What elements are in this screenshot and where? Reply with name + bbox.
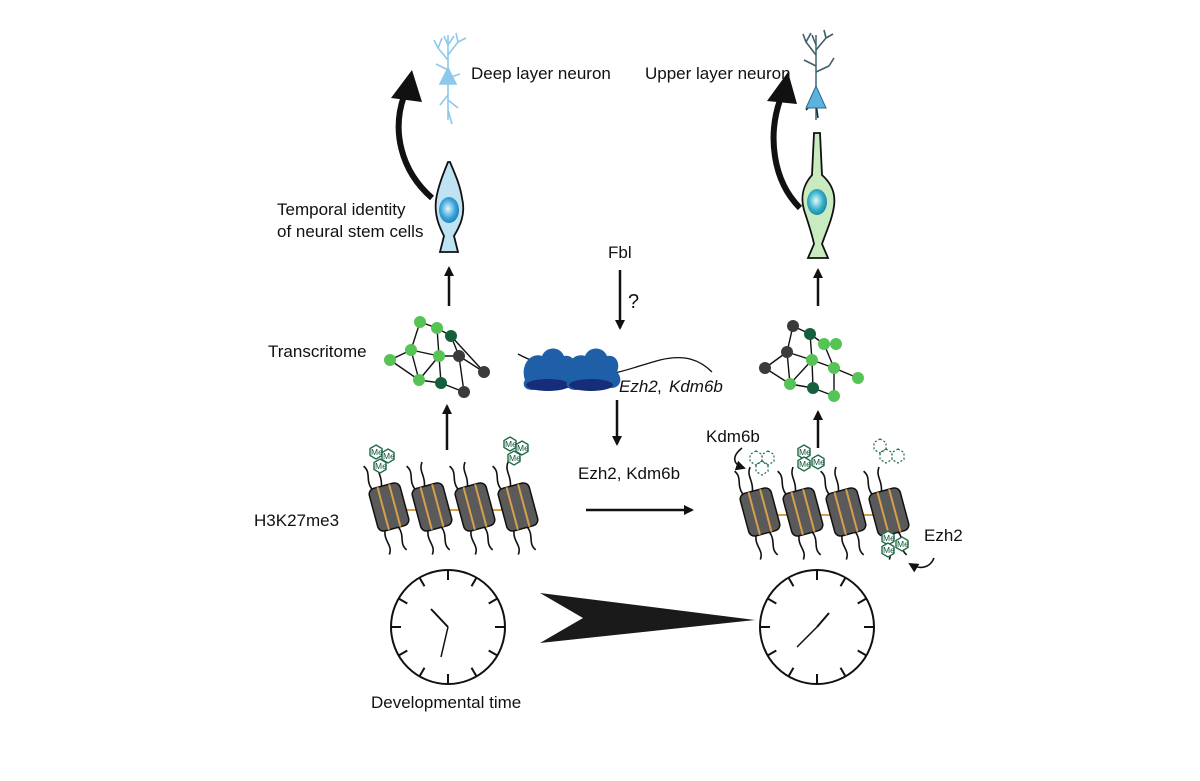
- upper-layer-neuron-label: Upper layer neuron: [645, 64, 791, 83]
- big-arrow-icon-time: [540, 593, 755, 643]
- ribosome-icon-1: [523, 348, 578, 391]
- methyl-group-icon: Me Me Me: [369, 444, 395, 474]
- svg-text:Me: Me: [371, 447, 383, 457]
- methyl-group-icon: Me Me Me: [797, 444, 825, 472]
- svg-text:Me: Me: [375, 461, 387, 471]
- methyl-group-icon-removed: [873, 438, 905, 464]
- svg-text:Me: Me: [897, 539, 909, 549]
- svg-text:Me: Me: [517, 443, 529, 453]
- methyl-group-icon: Me Me Me: [503, 436, 529, 466]
- methyl-group-icon-removed: [749, 450, 775, 476]
- svg-text:Me: Me: [509, 453, 521, 463]
- svg-text:Me: Me: [505, 439, 517, 449]
- ezh2-gene-label: Ezh2: [619, 377, 658, 396]
- svg-text:Me: Me: [883, 545, 895, 555]
- svg-text:Me: Me: [883, 533, 895, 543]
- ezh2-kdm6b-protein-label: Ezh2, Kdm6b: [578, 464, 680, 483]
- neural-stem-cell-icon-early: [434, 161, 465, 253]
- nucleosome-icon: [734, 466, 781, 560]
- neural-stem-cell-icon-late: [801, 132, 836, 259]
- svg-text:Me: Me: [383, 451, 395, 461]
- nucleosome-icon: [492, 461, 539, 555]
- nucleosome-icon: [777, 466, 824, 560]
- arrow-icon-kdm6b: [733, 447, 746, 471]
- deep-neuron-icon: [433, 32, 467, 125]
- gene-network-icon-left: [384, 316, 490, 398]
- nucleosome-icon: [820, 466, 867, 560]
- gene-network-icon-right: [759, 320, 864, 402]
- gene-comma: ,: [657, 377, 662, 396]
- deep-layer-neuron-label: Deep layer neuron: [471, 64, 611, 83]
- curved-arrow-head-right: [767, 72, 797, 104]
- temporal-identity-label-1: Temporal identity: [277, 200, 406, 219]
- nucleosome-icon: [863, 466, 910, 560]
- svg-text:Me: Me: [813, 457, 825, 467]
- ezh2-enzyme-label: Ezh2: [924, 526, 963, 545]
- clock-icon-late: [759, 569, 875, 685]
- svg-text:Me: Me: [799, 459, 811, 469]
- transcriptome-label: Transcritome: [268, 342, 367, 361]
- nucleosome-icon: [363, 461, 410, 555]
- kdm6b-gene-label: Kdm6b: [669, 377, 723, 396]
- clock-icon-early: [390, 569, 506, 685]
- developmental-time-label: Developmental time: [371, 693, 521, 712]
- h3k27me3-label: H3K27me3: [254, 511, 339, 530]
- chromatin-right: [734, 466, 910, 560]
- fbl-label: Fbl: [608, 243, 632, 262]
- methyl-group-icon: Me Me Me: [881, 530, 909, 558]
- ribosome-icon-2: [566, 348, 621, 391]
- svg-text:Me: Me: [799, 447, 811, 457]
- nucleosome-icon: [406, 461, 453, 555]
- chromatin-left: [363, 461, 539, 555]
- curved-arrow-icon-left: [395, 95, 434, 201]
- arrow-icon-ezh2: [908, 557, 935, 573]
- nucleosome-icon: [449, 461, 496, 555]
- temporal-identity-label-2: of neural stem cells: [277, 222, 423, 241]
- upper-neuron-icon: [802, 29, 835, 120]
- curved-arrow-icon-right: [770, 99, 803, 211]
- question-mark-label: ?: [628, 291, 639, 313]
- curved-arrow-head-left: [391, 70, 422, 102]
- kdm6b-enzyme-label: Kdm6b: [706, 427, 760, 446]
